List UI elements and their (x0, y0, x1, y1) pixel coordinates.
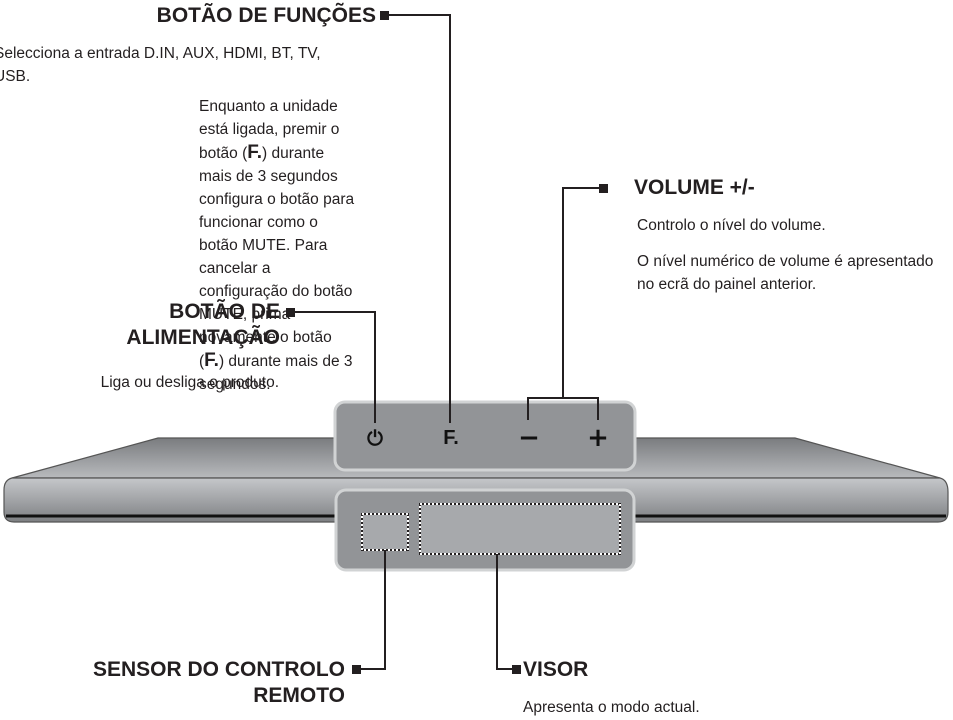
plus-icon: + (587, 423, 609, 453)
display-description: Apresenta o modo actual. (523, 699, 700, 716)
display-heading: VISOR (523, 658, 589, 681)
volume-display-description: O nível numérico de volume é apresentado… (637, 253, 934, 293)
power-button[interactable]: ⏻ (361, 424, 389, 452)
volume-up-button[interactable]: + (583, 424, 613, 452)
function-button[interactable]: F. (436, 424, 466, 452)
function-key-label: F. (247, 142, 263, 163)
remote-sensor-heading: SENSOR DO CONTROLO REMOTO (92, 658, 345, 707)
function-button-description: Selecciona a entrada D.IN, AUX, HDMI, BT… (0, 45, 321, 85)
function-button-heading: BOTÃO DE FUNÇÕES (156, 4, 376, 27)
remote-sensor-window (361, 513, 409, 551)
volume-down-button[interactable]: − (514, 424, 544, 452)
minus-icon: − (518, 423, 540, 453)
power-icon: ⏻ (367, 426, 383, 450)
volume-description: Controlo o nível do volume. (637, 217, 826, 234)
function-button-label: F. (443, 427, 459, 449)
power-button-heading: BOTÃO DE ALIMENTAÇÃO (126, 300, 280, 349)
top-control-panel (333, 400, 637, 472)
volume-heading: VOLUME +/- (634, 176, 755, 199)
power-button-description: Liga ou desliga o produto. (100, 374, 279, 391)
function-key-label-2: F. (204, 350, 219, 371)
display-window (419, 503, 621, 555)
function-button-note: Enquanto a unidade está ligada, premir o… (199, 98, 355, 393)
